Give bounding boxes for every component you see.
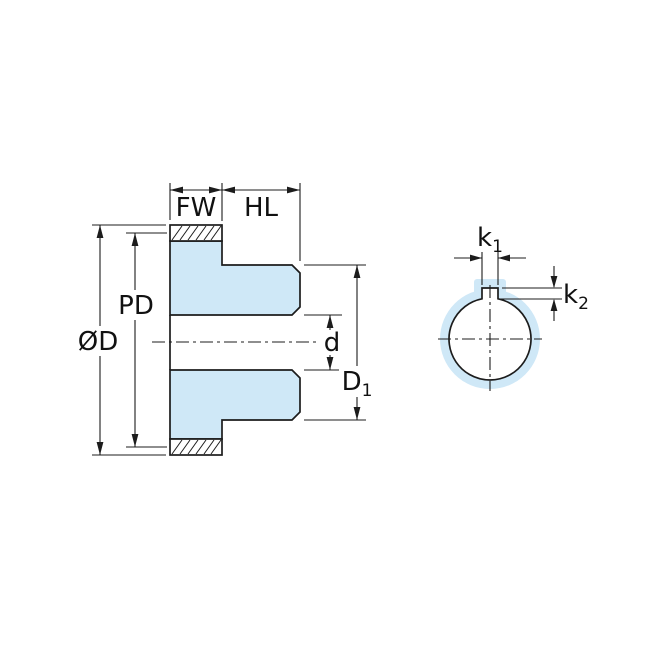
label-d1: D1: [342, 367, 373, 401]
label-od: ØD: [78, 327, 119, 357]
dim-face-width-hub-length: FW HL: [169, 183, 301, 261]
bore-end-view: [438, 279, 542, 391]
tooth-hatch-top: [171, 225, 222, 241]
tooth-band-bottom: [169, 438, 223, 456]
dim-bore-diameter: d: [304, 314, 342, 371]
gear-lower-section: [169, 369, 301, 440]
label-k1: k1: [477, 223, 503, 257]
gear-upper-section: [169, 240, 301, 316]
dim-keyway-width: k1: [454, 223, 526, 285]
label-k2: k2: [563, 280, 589, 314]
label-fw: FW: [176, 193, 217, 223]
label-pd: PD: [118, 291, 154, 321]
dim-hub-diameter: D1: [304, 264, 376, 421]
dim-outside-diameter: ØD: [76, 224, 166, 456]
label-d: d: [324, 328, 341, 358]
gear-section-body: [152, 224, 318, 456]
dim-keyway-depth: k2: [500, 266, 589, 321]
tooth-hatch-bottom: [171, 439, 222, 455]
tooth-band-top: [169, 224, 223, 242]
dim-pitch-diameter: PD: [117, 232, 167, 448]
end-view: k1 k2: [438, 223, 589, 391]
label-hl: HL: [244, 193, 279, 223]
side-view: ØD PD FW HL: [76, 183, 376, 456]
